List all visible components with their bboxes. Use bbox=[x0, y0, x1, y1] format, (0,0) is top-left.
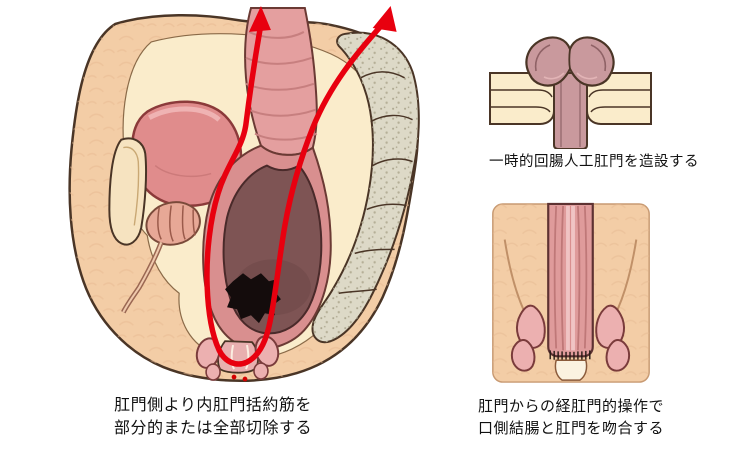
hemorrhoid-dot bbox=[231, 374, 237, 380]
anastomosis-illustration bbox=[492, 202, 650, 383]
resection-arrow-left bbox=[248, 6, 271, 32]
colon-stripe-lines bbox=[553, 205, 588, 351]
hemorrhoid-dot bbox=[242, 376, 248, 382]
bottom-right-caption-line2: 口側結腸と肛門を吻合する bbox=[478, 420, 665, 437]
left-caption-line2: 部分的または全部切除する bbox=[113, 420, 312, 437]
pulled-through-colon bbox=[547, 202, 594, 358]
tumor bbox=[225, 273, 281, 324]
bottom-right-caption: 肛門からの経肛門的操作で 口側結腸と肛門を吻合する bbox=[478, 396, 664, 440]
bowel-limb-below-wall bbox=[553, 72, 588, 149]
wall-layer-lines bbox=[490, 89, 651, 113]
loop-ileostomy-illustration bbox=[489, 36, 652, 149]
bottom-right-caption-line1: 肛門からの経肛門的操作で bbox=[478, 398, 665, 415]
pelvis-sagittal-illustration bbox=[68, 6, 420, 382]
left-caption: 肛門側より内肛門括約筋を 部分的または全部切除する bbox=[58, 394, 368, 440]
stoma-loop bbox=[525, 36, 615, 87]
stoma-center-cleft bbox=[568, 48, 571, 70]
abdominal-wall bbox=[489, 72, 652, 125]
anastomosis-sutures bbox=[549, 350, 591, 361]
top-right-caption: 一時的回腸人工肛門を造設する bbox=[489, 154, 699, 170]
sphincter-muscles bbox=[510, 304, 631, 372]
sacrum-bone bbox=[311, 31, 420, 344]
sacrum-segment-lines bbox=[338, 71, 413, 294]
anal-canal bbox=[195, 335, 280, 382]
pubic-bone bbox=[108, 137, 148, 246]
resection-arrow-right bbox=[372, 6, 397, 32]
resection-line bbox=[204, 6, 397, 367]
prostate-urethra bbox=[121, 201, 201, 314]
left-caption-line1: 肛門側より内肛門括約筋を bbox=[114, 397, 312, 414]
anal-opening bbox=[554, 359, 588, 381]
